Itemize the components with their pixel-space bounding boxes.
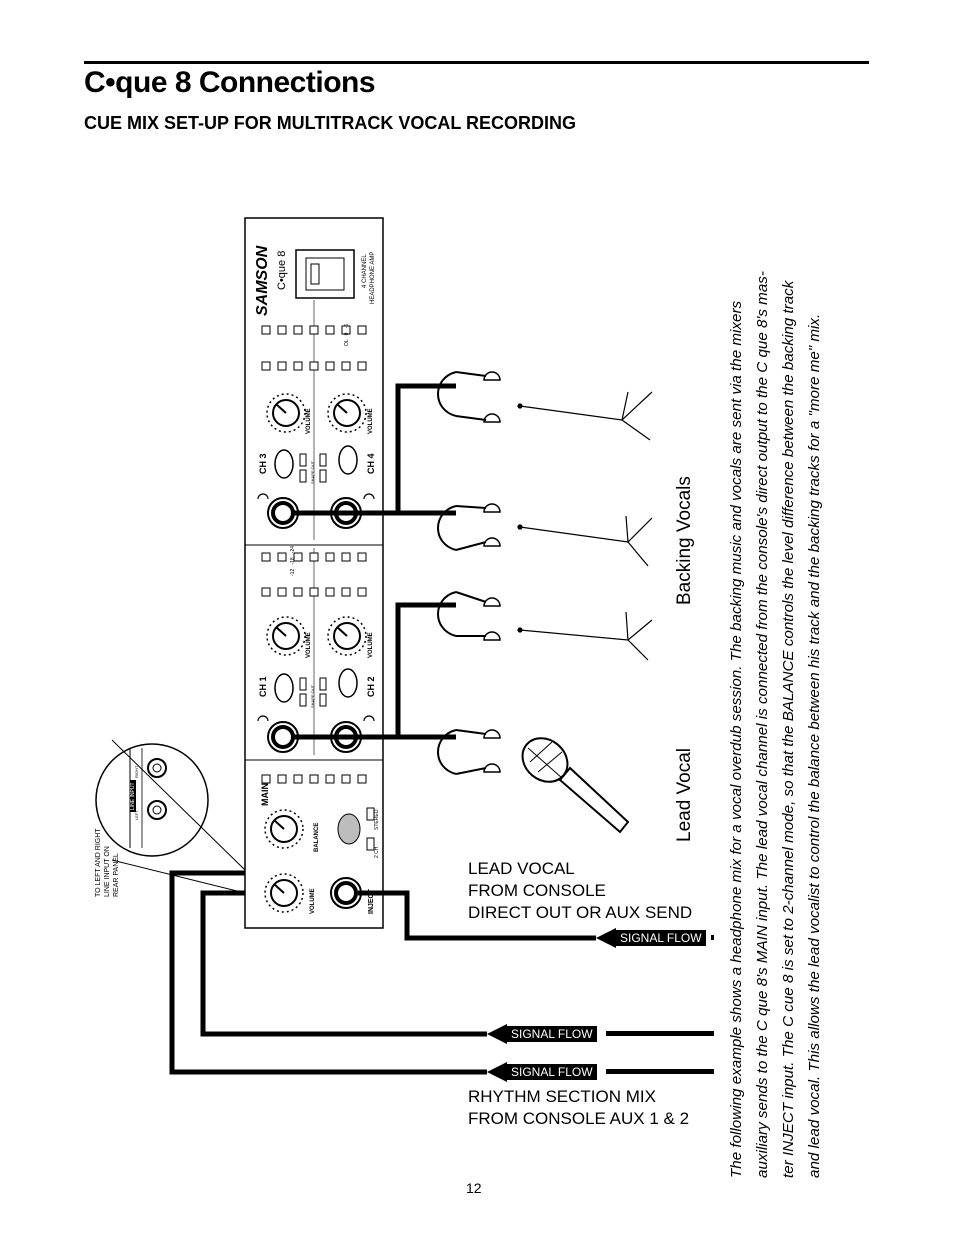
page-number: 12: [466, 1180, 482, 1196]
cable-line-right: [200, 890, 487, 1037]
main-label: MAIN: [260, 783, 270, 806]
brand-logo: SAMSON: [254, 245, 271, 316]
ch1-volume-label: VOLUME: [306, 632, 312, 658]
headphones-lead: [437, 729, 501, 775]
paragraph-line: The following example shows a headphone …: [728, 300, 745, 1178]
rhythm-line: RHYTHM SECTION MIX: [468, 1087, 656, 1106]
mode-button[interactable]: [337, 813, 361, 845]
description-paragraph: The following example shows a headphone …: [724, 271, 828, 1178]
main-volume-knob[interactable]: [264, 873, 304, 913]
lead-source-label: LEAD VOCAL FROM CONSOLE DIRECT OUT OR AU…: [468, 858, 692, 924]
meter-main: [261, 774, 367, 784]
mic-stand-2: [517, 515, 653, 567]
meter-ch1: [261, 587, 367, 597]
ch4-volume-label: VOLUME: [368, 408, 374, 434]
headphone-icon: [257, 715, 269, 722]
ch4-volume-knob[interactable]: [327, 393, 367, 433]
rear-panel-note: TO LEFT AND RIGHT LINE INPUT ON REAR PAN…: [95, 828, 120, 897]
meter-ch2: [261, 552, 367, 562]
signal-flow-arrow: [487, 1062, 507, 1082]
lead-vocal-label: Lead Vocal: [674, 747, 695, 842]
ch4-mute-button[interactable]: [338, 445, 358, 475]
cable-inject: [358, 890, 596, 941]
lead-source-line: FROM CONSOLE: [468, 881, 606, 900]
page-title: C•que 8 Connections: [84, 66, 376, 99]
rhythm-line: FROM CONSOLE AUX 1 & 2: [468, 1109, 690, 1128]
shape-out-label: SHAPE OUT: [310, 460, 315, 484]
cable-ch1: [294, 602, 456, 740]
ch3-mute-button[interactable]: [274, 449, 294, 479]
ch3-volume-knob[interactable]: [266, 393, 306, 433]
paragraph-line: auxiliary sends to the C que 8's MAIN in…: [754, 271, 771, 1178]
headphone-icon: [363, 715, 375, 722]
signal-flow-label: SIGNAL FLOW: [507, 1064, 597, 1080]
stereo-switch[interactable]: [366, 807, 375, 821]
inject-input-jack[interactable]: [330, 877, 362, 909]
ch2-volume-knob[interactable]: [327, 616, 367, 656]
device-description-line2: HEADPHONE AMP: [370, 251, 376, 304]
signal-flow-arrow: [487, 1024, 507, 1044]
signal-flow-label: SIGNAL FLOW: [616, 930, 706, 946]
headphone-icon: [363, 493, 375, 500]
ch3-headphone-jack[interactable]: [267, 497, 299, 529]
mic-stand-1: [517, 611, 653, 661]
ch2-mute-button[interactable]: [338, 668, 358, 698]
headphones-backing-2: [437, 503, 501, 551]
header-rule: [84, 61, 869, 64]
paragraph-line: ter INJECT input. The C cue 8 is set to …: [780, 280, 797, 1178]
mic-stand-3: [517, 391, 653, 441]
backing-vocals-label: Backing Vocals: [674, 476, 695, 605]
ch4-label: CH 4: [366, 453, 376, 474]
signal-flow-label: SIGNAL FLOW: [507, 1026, 597, 1042]
meter-scale: OL 0 -6: [344, 323, 350, 346]
2ch-switch[interactable]: [366, 837, 375, 851]
lead-source-line: LEAD VOCAL: [468, 859, 575, 878]
ch2-label: CH 2: [366, 676, 376, 697]
cable-line-left: [169, 870, 487, 1075]
paragraph-line: and lead vocal. This allows the lead voc…: [806, 313, 823, 1178]
rear-panel-inset-label: LINE INPUT: [130, 780, 136, 812]
inject-label: INJECT: [368, 889, 375, 914]
ch3-label: CH 3: [258, 453, 268, 474]
ch1-volume-knob[interactable]: [266, 616, 306, 656]
ch1-headphone-jack[interactable]: [267, 721, 299, 753]
ch1-mute-button[interactable]: [274, 673, 294, 703]
main-balance-knob[interactable]: [264, 809, 304, 849]
ch2-volume-label: VOLUME: [368, 632, 374, 658]
balance-label: BALANCE: [314, 822, 320, 852]
shape-out-label: SHAPE OUT: [310, 684, 315, 708]
meter-ch3: [261, 361, 367, 371]
rear-panel-inset: [95, 739, 246, 894]
microphone-icon: [521, 737, 630, 834]
headphones-backing-3: [437, 371, 501, 423]
main-volume-label: VOLUME: [310, 888, 316, 914]
cable-ch3: [294, 383, 456, 516]
model-name: C•que 8: [276, 250, 288, 290]
page-subtitle: CUE MIX SET-UP FOR MULTITRACK VOCAL RECO…: [84, 113, 577, 133]
left-label: LEFT: [134, 810, 139, 820]
ch1-label: CH 1: [258, 676, 268, 697]
headphones-backing-1: [437, 591, 501, 641]
meter-ch4: [261, 325, 367, 335]
meter-scale: -12 -18 -24: [290, 545, 296, 576]
rhythm-section-label: RHYTHM SECTION MIX FROM CONSOLE AUX 1 & …: [468, 1086, 689, 1130]
lead-source-line: DIRECT OUT OR AUX SEND: [468, 903, 693, 922]
right-label: RIGHT: [134, 765, 139, 778]
2ch-label: 2 CH: [374, 846, 380, 858]
signal-flow-arrow: [596, 928, 616, 948]
headphone-icon: [257, 493, 269, 500]
ch3-volume-label: VOLUME: [306, 408, 312, 434]
device-description-line1: 4 CHANNEL: [362, 254, 368, 288]
stereo-label: STEREO: [374, 809, 380, 830]
